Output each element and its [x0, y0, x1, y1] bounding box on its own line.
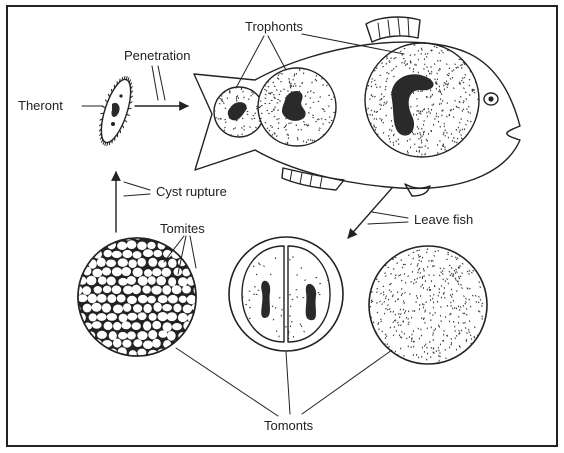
leave-fish-arrow	[347, 187, 393, 239]
trophont-nucleus	[391, 74, 434, 136]
dorsal-fin-rays	[377, 17, 410, 39]
leave-fish-leader	[367, 211, 409, 225]
label-theront: Theront	[18, 98, 63, 113]
ventral-fin	[281, 167, 345, 191]
tomonts-leader	[175, 347, 393, 417]
theront-cilia	[98, 75, 134, 147]
trophonts-leader	[235, 33, 405, 89]
label-trophonts: Trophonts	[245, 19, 304, 34]
nucleus-right	[305, 283, 317, 321]
label-tomonts: Tomonts	[264, 418, 314, 433]
tomont-early	[368, 245, 488, 365]
label-penetration: Penetration	[124, 48, 191, 63]
cyst-rupture-leader	[123, 181, 151, 197]
label-tomites: Tomites	[160, 221, 205, 236]
trophont-nucleus	[282, 91, 306, 121]
label-leave-fish: Leave fish	[414, 212, 473, 227]
theront	[98, 75, 134, 147]
trophont-small	[213, 86, 265, 138]
figure-border	[6, 5, 558, 447]
nucleus-left	[261, 280, 271, 318]
pectoral-fin	[404, 183, 431, 197]
tomont-dividing	[228, 236, 344, 352]
penetration-leader	[151, 65, 166, 101]
trophont-medium	[257, 67, 337, 147]
label-cyst-rupture: Cyst rupture	[156, 184, 227, 199]
fish	[193, 16, 521, 197]
tomites-leader	[163, 235, 197, 275]
dorsal-fin	[365, 16, 421, 43]
trophont-large	[364, 42, 480, 158]
trophont-nucleus	[227, 102, 247, 121]
